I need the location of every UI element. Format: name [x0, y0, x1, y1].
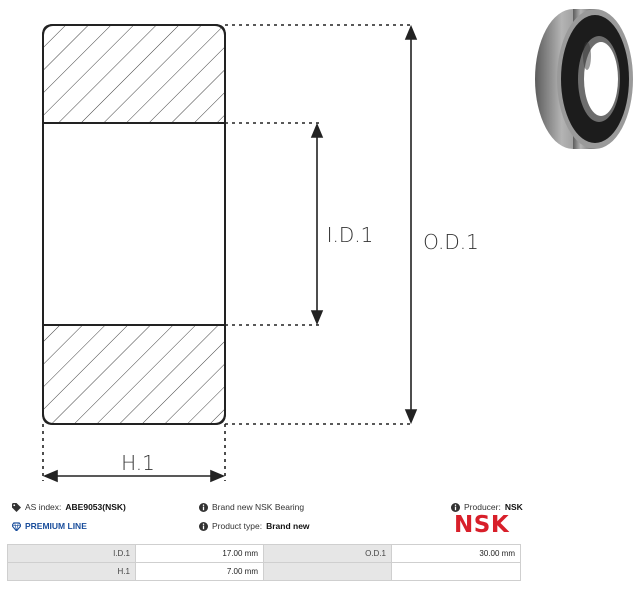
producer-value: NSK	[504, 502, 523, 512]
inner-diameter-label: I.D.1	[327, 223, 374, 247]
info-icon	[451, 502, 460, 512]
producer-label: Producer:	[464, 502, 501, 512]
spec-value: 30.00 mm	[391, 544, 521, 563]
spec-value: 7.00 mm	[135, 562, 264, 581]
info-icon	[199, 502, 208, 512]
premium-line-text: PREMIUM LINE	[25, 521, 87, 531]
brand-new-info: Brand new NSK Bearing	[199, 502, 304, 512]
premium-line-badge: PREMIUM LINE	[12, 521, 87, 531]
producer-info: Producer: NSK	[451, 502, 523, 512]
product-type-value: Brand new	[266, 521, 310, 531]
table-row: H.1 7.00 mm	[7, 562, 521, 581]
brand-new-text: Brand new NSK Bearing	[212, 502, 305, 512]
bearing-cross-section-diagram: H.1 I.D.1 O.D.1	[42, 24, 479, 483]
spec-label: I.D.1	[7, 544, 136, 563]
bearing-product-photo	[535, 9, 633, 149]
hatched-lower-ring	[42, 324, 226, 425]
as-index-info: AS index: ABE9053(NSK)	[12, 502, 126, 512]
product-type-info: Product type: Brand new	[199, 521, 310, 531]
spec-label	[263, 562, 392, 581]
tag-icon	[12, 502, 21, 512]
hatched-upper-ring	[42, 24, 226, 124]
table-row: I.D.1 17.00 mm O.D.1 30.00 mm	[7, 544, 521, 563]
height-label: H.1	[121, 451, 155, 475]
specs-table: I.D.1 17.00 mm O.D.1 30.00 mm H.1 7.00 m…	[7, 544, 521, 581]
info-icon	[199, 521, 208, 531]
as-index-value: ABE9053(NSK)	[65, 502, 126, 512]
spec-value	[391, 562, 521, 581]
product-type-label: Product type:	[212, 521, 263, 531]
spec-label: O.D.1	[263, 544, 392, 563]
spec-value: 17.00 mm	[135, 544, 264, 563]
outer-diameter-label: O.D.1	[423, 230, 479, 254]
spec-label: H.1	[7, 562, 136, 581]
diamond-icon	[12, 521, 21, 531]
nsk-logo: NSK	[454, 512, 510, 538]
as-index-label: AS index:	[25, 502, 62, 512]
